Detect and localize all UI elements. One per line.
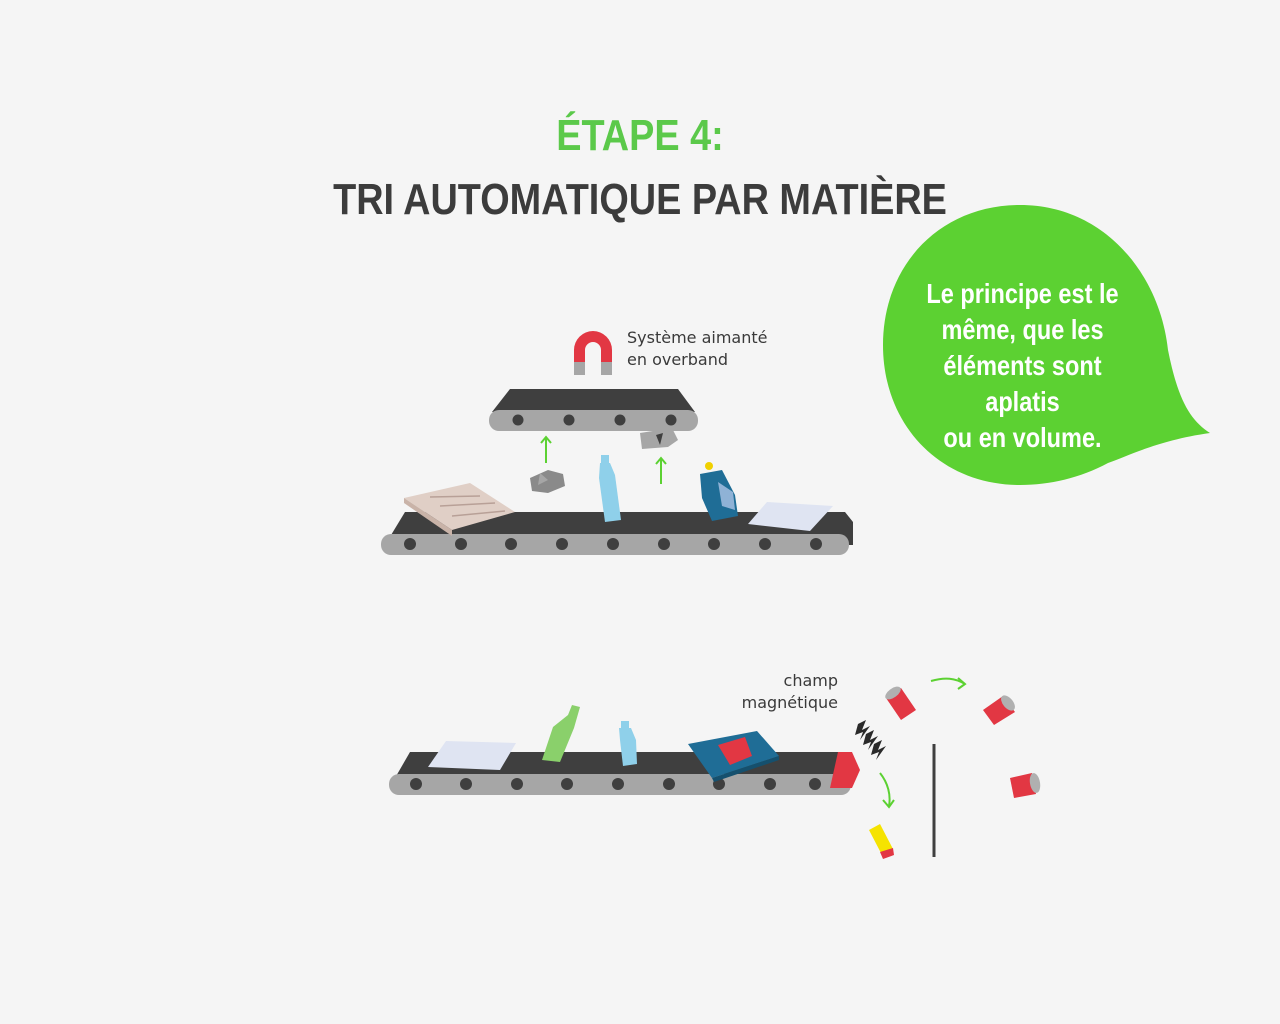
conveyor-belt-top	[381, 512, 853, 555]
field-label-line: champ	[783, 671, 838, 690]
bubble-line: éléments sont aplatis	[943, 350, 1102, 417]
overband-belt	[489, 389, 698, 431]
red-can-icon	[1010, 773, 1041, 798]
glass-bottle-icon	[542, 705, 580, 762]
paper-icon	[748, 502, 833, 531]
arrow-up-icon	[540, 435, 552, 463]
lightning-icon	[855, 720, 886, 760]
bubble-line: même, que les	[941, 314, 1104, 345]
red-can-icon	[885, 686, 916, 720]
bubble-line: Le principe est le	[926, 278, 1119, 309]
cardboard-icon	[404, 483, 515, 536]
field-label-line: magnétique	[741, 693, 838, 712]
red-can-icon	[983, 695, 1015, 725]
crushed-can-icon	[530, 470, 565, 493]
magnet-label: Système aimanté en overband	[627, 327, 768, 371]
magnetic-field-label: champ magnétique	[740, 670, 838, 714]
paper-icon	[428, 741, 516, 770]
speech-bubble	[883, 205, 1210, 485]
magnet-label-line: en overband	[627, 350, 729, 369]
arrow-right-icon	[930, 677, 967, 690]
yellow-can-icon	[869, 824, 894, 859]
arrow-down-icon	[879, 772, 895, 809]
bubble-line: ou en volume.	[943, 422, 1102, 453]
magazine-icon	[688, 731, 779, 782]
step-label: ÉTAPE 4:	[556, 111, 724, 161]
detergent-bottle-icon	[700, 462, 738, 521]
magnet-label-line: Système aimanté	[627, 328, 768, 347]
arrow-up-icon	[655, 456, 667, 484]
speech-bubble-text: Le principe est le même, que les élément…	[907, 276, 1138, 456]
plastic-bottle-icon	[599, 455, 621, 522]
magnetic-drum	[830, 752, 860, 788]
crushed-can-icon	[640, 428, 678, 449]
page-title: TRI AUTOMATIQUE PAR MATIÈRE	[333, 174, 947, 224]
plastic-bottle-icon	[619, 721, 637, 766]
magnet-icon	[574, 331, 612, 375]
